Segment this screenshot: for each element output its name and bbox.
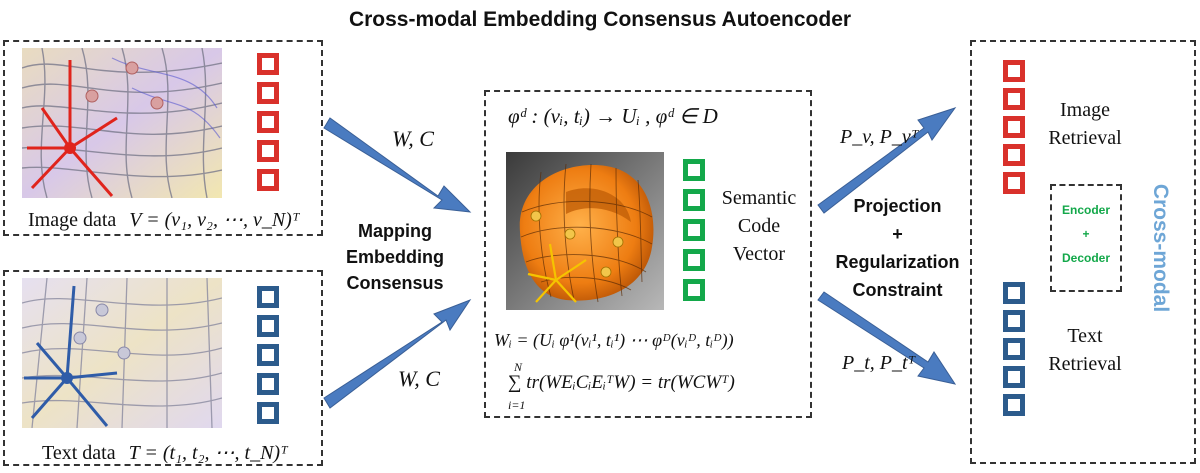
projection-label: Projection + Regularization Constraint <box>820 192 975 304</box>
semantic-line-3: Vector <box>732 243 786 265</box>
sum-upper-limit: N <box>514 360 523 374</box>
cross-modal-label: Cross-modal <box>1149 183 1172 313</box>
sum-lower-limit: i=1 <box>508 398 526 412</box>
image-data-formula: V = (v₁, v₂, ⋯, v_N)ᵀ <box>129 209 300 231</box>
image-retrieval-square <box>1003 88 1025 110</box>
torus-manifold-picture <box>506 152 664 310</box>
arrow-center-to-text-retrieval <box>817 291 957 385</box>
semantic-code-square <box>683 249 705 271</box>
semantic-line-2: Code <box>737 215 781 237</box>
encoder-decoder-plus: + <box>1082 227 1090 241</box>
projection-plus: + <box>892 224 903 244</box>
semantic-line-1: Semantic <box>721 187 797 209</box>
mapping-label: Mapping Embedding Consensus <box>330 218 460 296</box>
text-code-square <box>257 315 279 337</box>
mapping-line-1: Mapping <box>358 221 432 241</box>
sum-formula: N i=1 ∑ tr(WEᵢCᵢEᵢᵀW) = tr(WCWᵀ) <box>508 360 804 414</box>
semantic-code-square <box>683 189 705 211</box>
text-code-square <box>257 373 279 395</box>
text-retrieval-line-2: Retrieval <box>1048 353 1122 375</box>
text-retrieval-line-1: Text <box>1067 325 1103 347</box>
image-code-square <box>257 53 279 75</box>
image-retrieval-line-1: Image <box>1060 99 1110 121</box>
image-code-square <box>257 111 279 133</box>
text-data-caption: Text data T = (t₁, t₂, ⋯, t_N)ᵀ <box>42 440 288 465</box>
arrow-text-to-center <box>323 298 472 409</box>
text-code-square <box>257 286 279 308</box>
semantic-code-vector-label: Semantic Code Vector <box>704 184 814 268</box>
w-formula: Wᵢ = (Uᵢ φ¹(vᵢ¹, tᵢ¹) ⋯ φᴰ(vᵢᴰ, tᵢᴰ)) <box>494 330 734 350</box>
image-retrieval-square <box>1003 60 1025 82</box>
text-code-square <box>257 402 279 424</box>
semantic-code-square <box>683 219 705 241</box>
text-data-box <box>3 270 323 466</box>
text-retrieval-square <box>1003 338 1025 360</box>
projection-line-2: Regularization <box>835 252 960 272</box>
text-manifold-picture <box>22 278 222 428</box>
semantic-code-square <box>683 279 705 301</box>
text-data-formula: T = (t₁, t₂, ⋯, t_N)ᵀ <box>128 442 288 464</box>
lower-left-arrow-label: W, C <box>398 366 440 391</box>
image-manifold-picture <box>22 48 222 198</box>
image-data-caption: Image data V = (v₁, v₂, ⋯, v_N)ᵀ <box>28 207 300 232</box>
image-retrieval-square <box>1003 144 1025 166</box>
image-retrieval-label: Image Retrieval <box>1030 96 1140 152</box>
diagram-title: Cross-modal Embedding Consensus Autoenco… <box>348 8 852 31</box>
encoder-label: Encoder <box>1061 203 1110 217</box>
mapping-line-3: Consensus <box>346 273 444 293</box>
image-retrieval-square <box>1003 116 1025 138</box>
text-retrieval-square <box>1003 366 1025 388</box>
retrieval-box <box>970 40 1196 464</box>
lower-right-arrow-label: P_t, P_tᵀ <box>842 352 916 374</box>
sum-expression: ∑ tr(WEᵢCᵢEᵢᵀW) = tr(WCWᵀ) <box>508 372 735 393</box>
image-retrieval-square <box>1003 172 1025 194</box>
image-data-box <box>3 40 323 236</box>
encoder-decoder-label: Encoder + Decoder <box>1050 198 1122 270</box>
arrow-center-to-image-retrieval <box>817 107 957 214</box>
text-retrieval-label: Text Retrieval <box>1030 322 1140 378</box>
text-retrieval-square <box>1003 394 1025 416</box>
arrow-image-to-center <box>323 117 472 213</box>
encoder-decoder-box <box>1050 184 1122 292</box>
image-code-square <box>257 140 279 162</box>
semantic-code-square <box>683 159 705 181</box>
upper-left-arrow-label: W, C <box>392 126 434 151</box>
center-box <box>484 90 812 418</box>
image-code-square <box>257 82 279 104</box>
text-retrieval-square <box>1003 310 1025 332</box>
mapping-formula: φᵈ : (vᵢ, tᵢ) → Uᵢ , φᵈ ∈ D <box>508 104 718 128</box>
image-code-square <box>257 169 279 191</box>
text-retrieval-square <box>1003 282 1025 304</box>
projection-line-3: Constraint <box>852 280 943 300</box>
image-data-label: Image data <box>28 209 117 231</box>
text-code-square <box>257 344 279 366</box>
text-data-label: Text data <box>42 442 116 464</box>
image-retrieval-line-2: Retrieval <box>1048 127 1122 149</box>
upper-right-arrow-label: P_v, P_vᵀ <box>840 126 919 148</box>
decoder-label: Decoder <box>1061 251 1111 265</box>
projection-line-1: Projection <box>853 196 942 216</box>
mapping-line-2: Embedding <box>346 247 444 267</box>
